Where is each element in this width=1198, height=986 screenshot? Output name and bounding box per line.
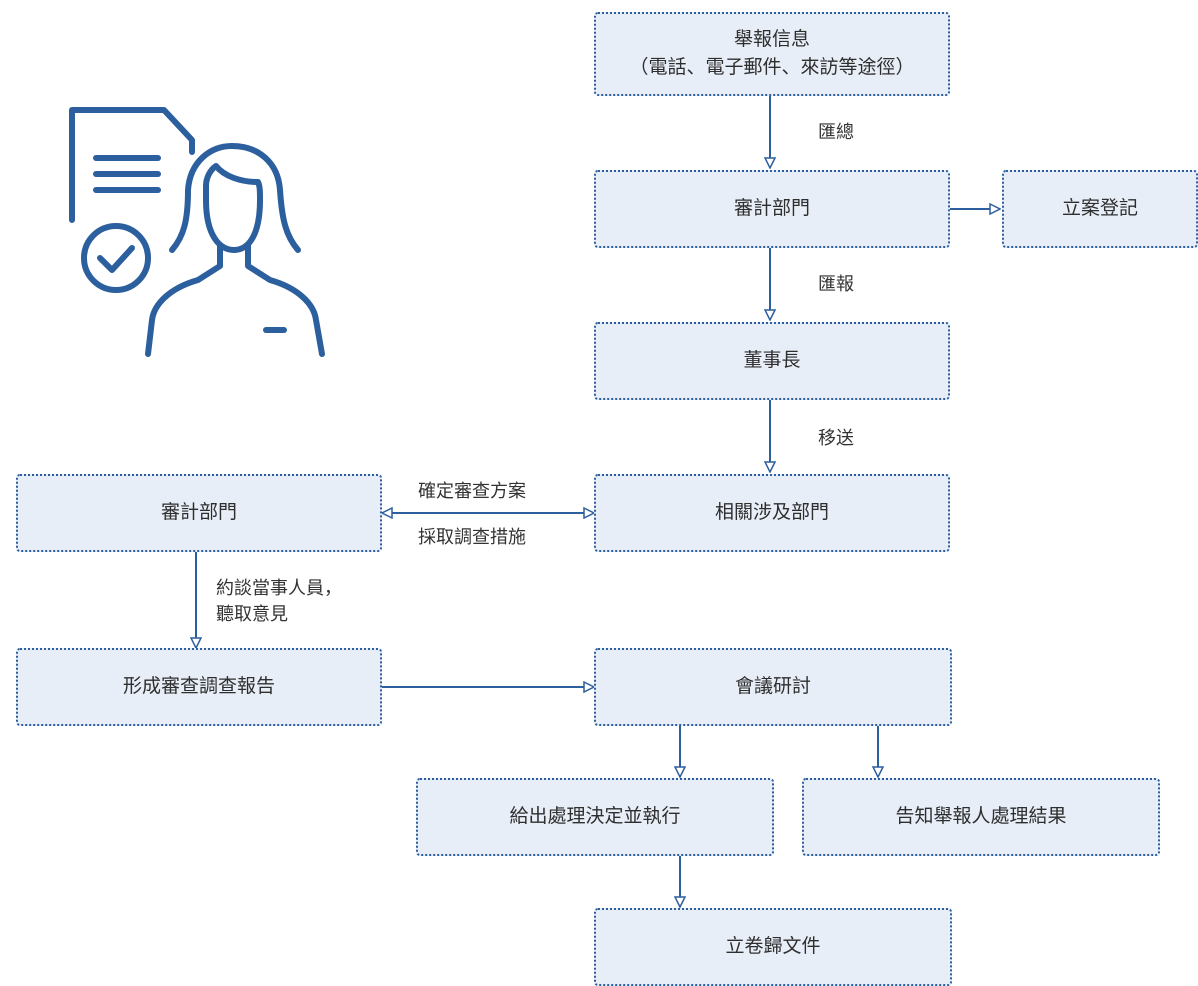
node-audit-dept-top-label: 審計部門: [733, 197, 810, 220]
node-audit-dept-top: 審計部門: [594, 170, 950, 248]
node-audit-dept-left: 審計部門: [16, 474, 382, 552]
node-report-info-title: 舉報信息: [733, 28, 810, 51]
node-report-info-channels: （電話、電子郵件、來訪等途徑）: [629, 56, 915, 78]
edge-label-confirm-plan: 確定審查方案: [418, 481, 526, 502]
node-report-info: 舉報信息 （電話、電子郵件、來訪等途徑）: [594, 12, 950, 96]
node-decision: 給出處理決定並執行: [416, 778, 774, 856]
edge-label-summary: 匯總: [818, 122, 854, 143]
edge-label-take-measures: 採取調查措施: [418, 527, 526, 548]
person-document-check-icon: [69, 107, 325, 357]
node-chairman-label: 董事長: [743, 349, 801, 372]
node-register-case-label: 立案登記: [1061, 197, 1138, 220]
node-register-case: 立案登記: [1002, 170, 1198, 248]
edge-label-interview: 約談當事人員， 聽取意見: [216, 576, 342, 628]
edge-label-transfer: 移送: [818, 428, 854, 449]
node-archive: 立卷歸文件: [594, 908, 952, 986]
edge-label-interview-line2: 聽取意見: [216, 604, 288, 626]
edge-label-report: 匯報: [818, 274, 854, 295]
node-notify: 告知舉報人處理結果: [802, 778, 1160, 856]
node-related-dept-label: 相關涉及部門: [714, 501, 829, 524]
node-meeting: 會議研討: [594, 648, 952, 726]
node-review-report-label: 形成審查調查報告: [122, 675, 275, 698]
node-meeting-label: 會議研討: [734, 675, 811, 698]
edge-label-interview-line1: 約談當事人員，: [216, 578, 342, 599]
node-archive-label: 立卷歸文件: [725, 935, 821, 958]
node-decision-label: 給出處理決定並執行: [509, 805, 681, 828]
node-related-dept: 相關涉及部門: [594, 474, 950, 552]
node-notify-label: 告知舉報人處理結果: [895, 805, 1067, 828]
node-review-report: 形成審查調查報告: [16, 648, 382, 726]
node-audit-dept-left-label: 審計部門: [160, 501, 237, 524]
node-chairman: 董事長: [594, 322, 950, 400]
